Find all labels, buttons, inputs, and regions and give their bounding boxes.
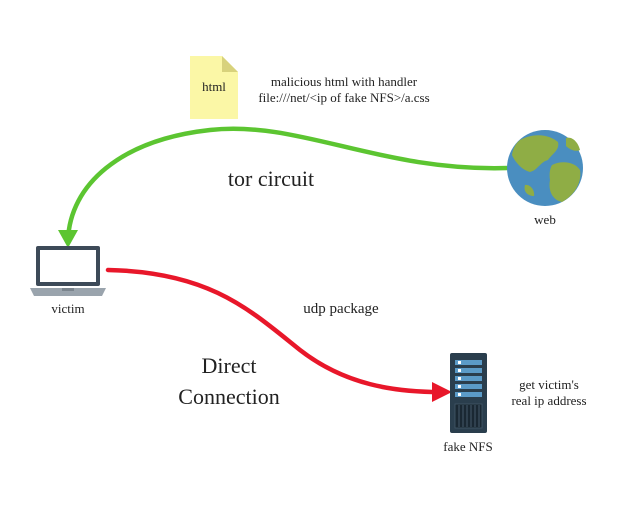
fake-nfs-label: fake NFS bbox=[443, 439, 493, 454]
tor-arrowhead bbox=[58, 230, 78, 248]
html-file-icon bbox=[190, 56, 238, 119]
html-file-label: html bbox=[202, 79, 226, 94]
udp-package-label: udp package bbox=[303, 301, 379, 317]
get-ip-line-2: real ip address bbox=[511, 393, 587, 409]
laptop-icon bbox=[30, 246, 106, 296]
web-label: web bbox=[534, 212, 556, 227]
tor-circuit-label: tor circuit bbox=[227, 166, 315, 191]
malicious-note-line-2: file:///net/<ip of fake NFS>/a.css bbox=[258, 90, 430, 106]
globe-icon bbox=[507, 130, 583, 206]
get-ip-note: get victim's real ip address bbox=[498, 377, 600, 410]
direct-connection-label: Direct Connection bbox=[160, 351, 298, 413]
get-ip-line-1: get victim's bbox=[519, 377, 579, 392]
direct-arrowhead bbox=[432, 382, 452, 402]
victim-label: victim bbox=[51, 301, 85, 316]
direct-label-line-1: Direct bbox=[201, 353, 257, 378]
tor-circuit-arrow bbox=[65, 126, 511, 243]
direct-label-line-2: Connection bbox=[178, 383, 280, 409]
malicious-html-note: malicious html with handler file:///net/… bbox=[244, 74, 444, 107]
server-icon bbox=[450, 353, 487, 433]
malicious-note-line-1: malicious html with handler bbox=[270, 74, 418, 89]
direct-connection-arrow bbox=[105, 267, 443, 395]
